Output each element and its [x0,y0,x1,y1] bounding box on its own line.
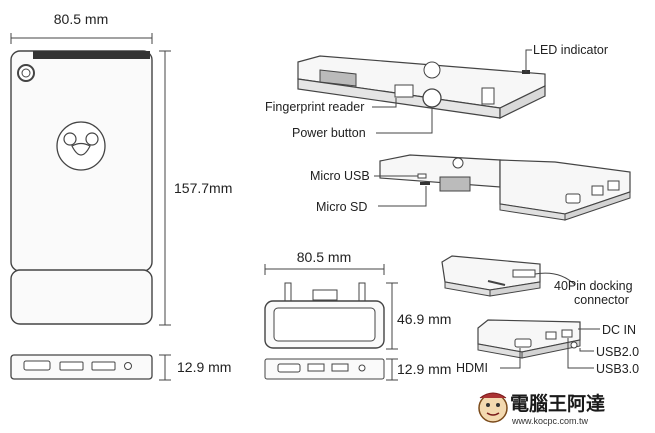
usb2-label: USB2.0 [596,345,639,359]
power-button-icon [422,88,442,108]
stick-front-view: 80.5 mm 157.7mm 12.9 mm [10,11,232,381]
power-button-label: Power button [292,126,366,140]
dock-height-label: 46.9 mm [397,311,451,327]
fingerprint-reader-label: Fingerprint reader [265,100,364,114]
micro-sd-label: Micro SD [316,200,367,214]
dock-width-label: 80.5 mm [297,249,351,265]
hdmi-label: HDMI [456,361,488,375]
stick-width-label: 80.5 mm [54,11,108,27]
hdmi-port-icon [23,360,51,371]
stick-thickness-label: 12.9 mm [177,359,231,375]
usb-port-icon [59,361,84,371]
dc-port-icon [124,362,132,370]
micro-usb-label: Micro USB [310,169,370,183]
kocpc-watermark: 電腦王阿達 www.kocpc.com.tw [478,392,605,426]
stick-perspective-ports [374,154,631,221]
watermark-title: 電腦王阿達 [510,392,605,415]
dock-perspective-connector [441,255,576,297]
dock-usb3-port-icon [561,329,573,338]
docking-connector-label-2: connector [574,293,629,307]
stick-bottom-segment [10,269,153,325]
dock-thickness-label: 12.9 mm [397,361,451,377]
dock-front-view: 80.5 mm 46.9 mm 12.9 mm [264,249,451,381]
micro-usb-port-icon [417,173,427,179]
dc-in-label: DC IN [602,323,636,337]
mascot-icon [478,393,508,423]
micro-sd-slot-icon [420,182,430,185]
dock-dc-in-icon [570,341,578,349]
docking-connector-icon [312,289,338,301]
usb3-label: USB3.0 [596,362,639,376]
stick-height-label: 157.7mm [174,180,232,196]
docking-connector-label-1: 40Pin docking [554,279,633,293]
stick-perspective-top [297,49,546,134]
led-indicator-label: LED indicator [533,43,608,57]
fingerprint-reader-icon [394,84,414,98]
dock-perspective-ports [477,319,600,369]
top-edge-strip [33,51,150,59]
mouse-logo-icon [56,121,106,171]
usb-port-icon-2 [91,361,116,371]
watermark-url: www.kocpc.com.tw [511,416,589,426]
dock-hdmi-port-icon [514,338,532,348]
dock-usb2-port-icon [545,331,557,340]
